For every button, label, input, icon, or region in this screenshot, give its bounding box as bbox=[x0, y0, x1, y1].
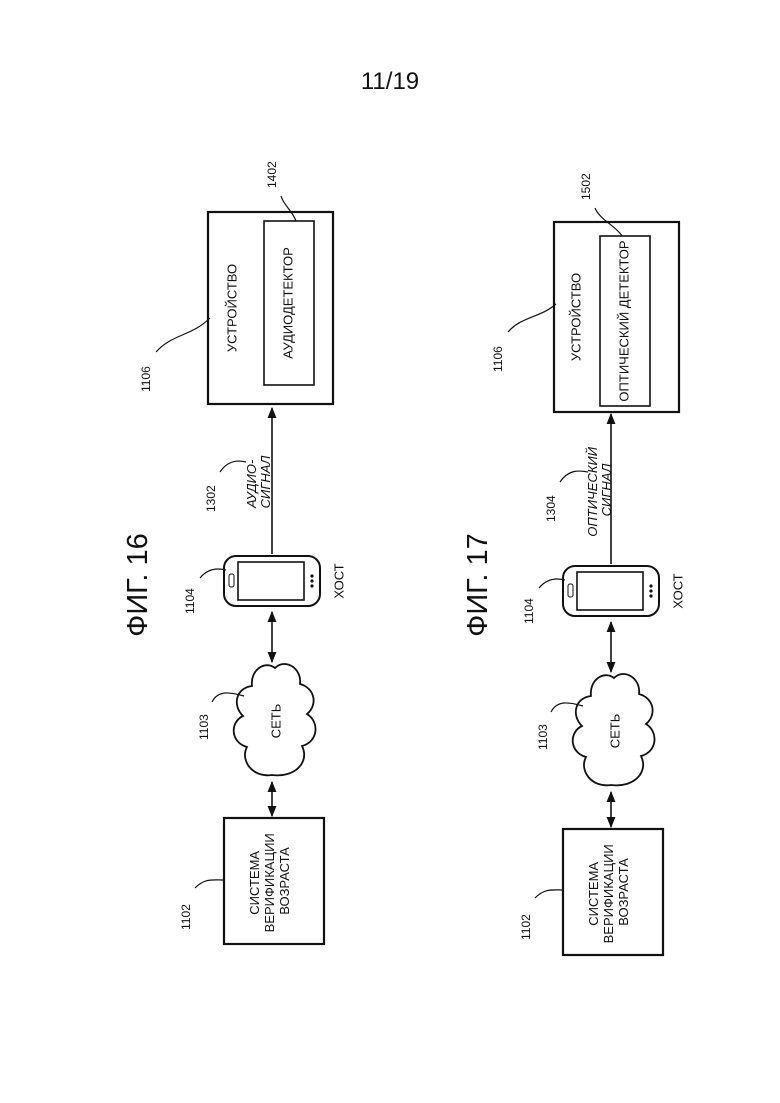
ref-1502: 1502 bbox=[579, 173, 593, 200]
figure-16: ФИГ. 16 СИСТЕМА ВЕРИФИКАЦИИ ВОЗРАСТА 110… bbox=[122, 161, 346, 944]
ref-1103: 1103 bbox=[536, 724, 550, 750]
host-phone-icon bbox=[563, 566, 659, 616]
audio-signal-label: АУДИО- СИГНАЛ bbox=[244, 456, 273, 509]
host-label: ХОСТ bbox=[670, 573, 685, 608]
device-label: УСТРОЙСТВО bbox=[568, 273, 583, 361]
ref-1402: 1402 bbox=[265, 161, 279, 188]
host-label: ХОСТ bbox=[331, 563, 346, 598]
ref-1102: 1102 bbox=[519, 914, 533, 940]
age-verification-system-box: СИСТЕМА ВЕРИФИКАЦИИ ВОЗРАСТА bbox=[224, 818, 324, 944]
ref-1102: 1102 bbox=[179, 904, 193, 930]
ref-1106: 1106 bbox=[139, 366, 153, 392]
host-phone-icon bbox=[224, 556, 320, 606]
audio-detector-label: АУДИОДЕТЕКТОР bbox=[280, 247, 295, 359]
ref-1106: 1106 bbox=[491, 346, 505, 372]
network-cloud: СЕТЬ bbox=[234, 664, 316, 775]
ref-1103: 1103 bbox=[197, 714, 211, 740]
figure-title: ФИГ. 17 bbox=[462, 533, 494, 636]
ref-1304: 1304 bbox=[544, 495, 558, 522]
network-label: СЕТЬ bbox=[268, 704, 283, 739]
network-label: СЕТЬ bbox=[607, 714, 622, 749]
age-verification-system-box: СИСТЕМА ВЕРИФИКАЦИИ ВОЗРАСТА bbox=[563, 829, 663, 955]
ref-1302: 1302 bbox=[204, 485, 218, 512]
optical-detector-label: ОПТИЧЕСКИЙ ДЕТЕКТОР bbox=[616, 240, 631, 401]
figure-title: ФИГ. 16 bbox=[122, 533, 154, 636]
network-cloud: СЕТЬ bbox=[573, 674, 655, 785]
ref-1104: 1104 bbox=[522, 598, 536, 624]
device-label: УСТРОЙСТВО bbox=[224, 264, 239, 352]
figure-17: ФИГ. 17 СИСТЕМА ВЕРИФИКАЦИИ ВОЗРАСТА 110… bbox=[462, 173, 685, 955]
device-box: УСТРОЙСТВО ОПТИЧЕСКИЙ ДЕТЕКТОР bbox=[554, 222, 679, 412]
ref-1104: 1104 bbox=[183, 588, 197, 614]
device-box: УСТРОЙСТВО АУДИОДЕТЕКТОР bbox=[208, 212, 333, 404]
optical-signal-label: ОПТИЧЕСКИЙ СИГНАЛ bbox=[584, 443, 614, 536]
